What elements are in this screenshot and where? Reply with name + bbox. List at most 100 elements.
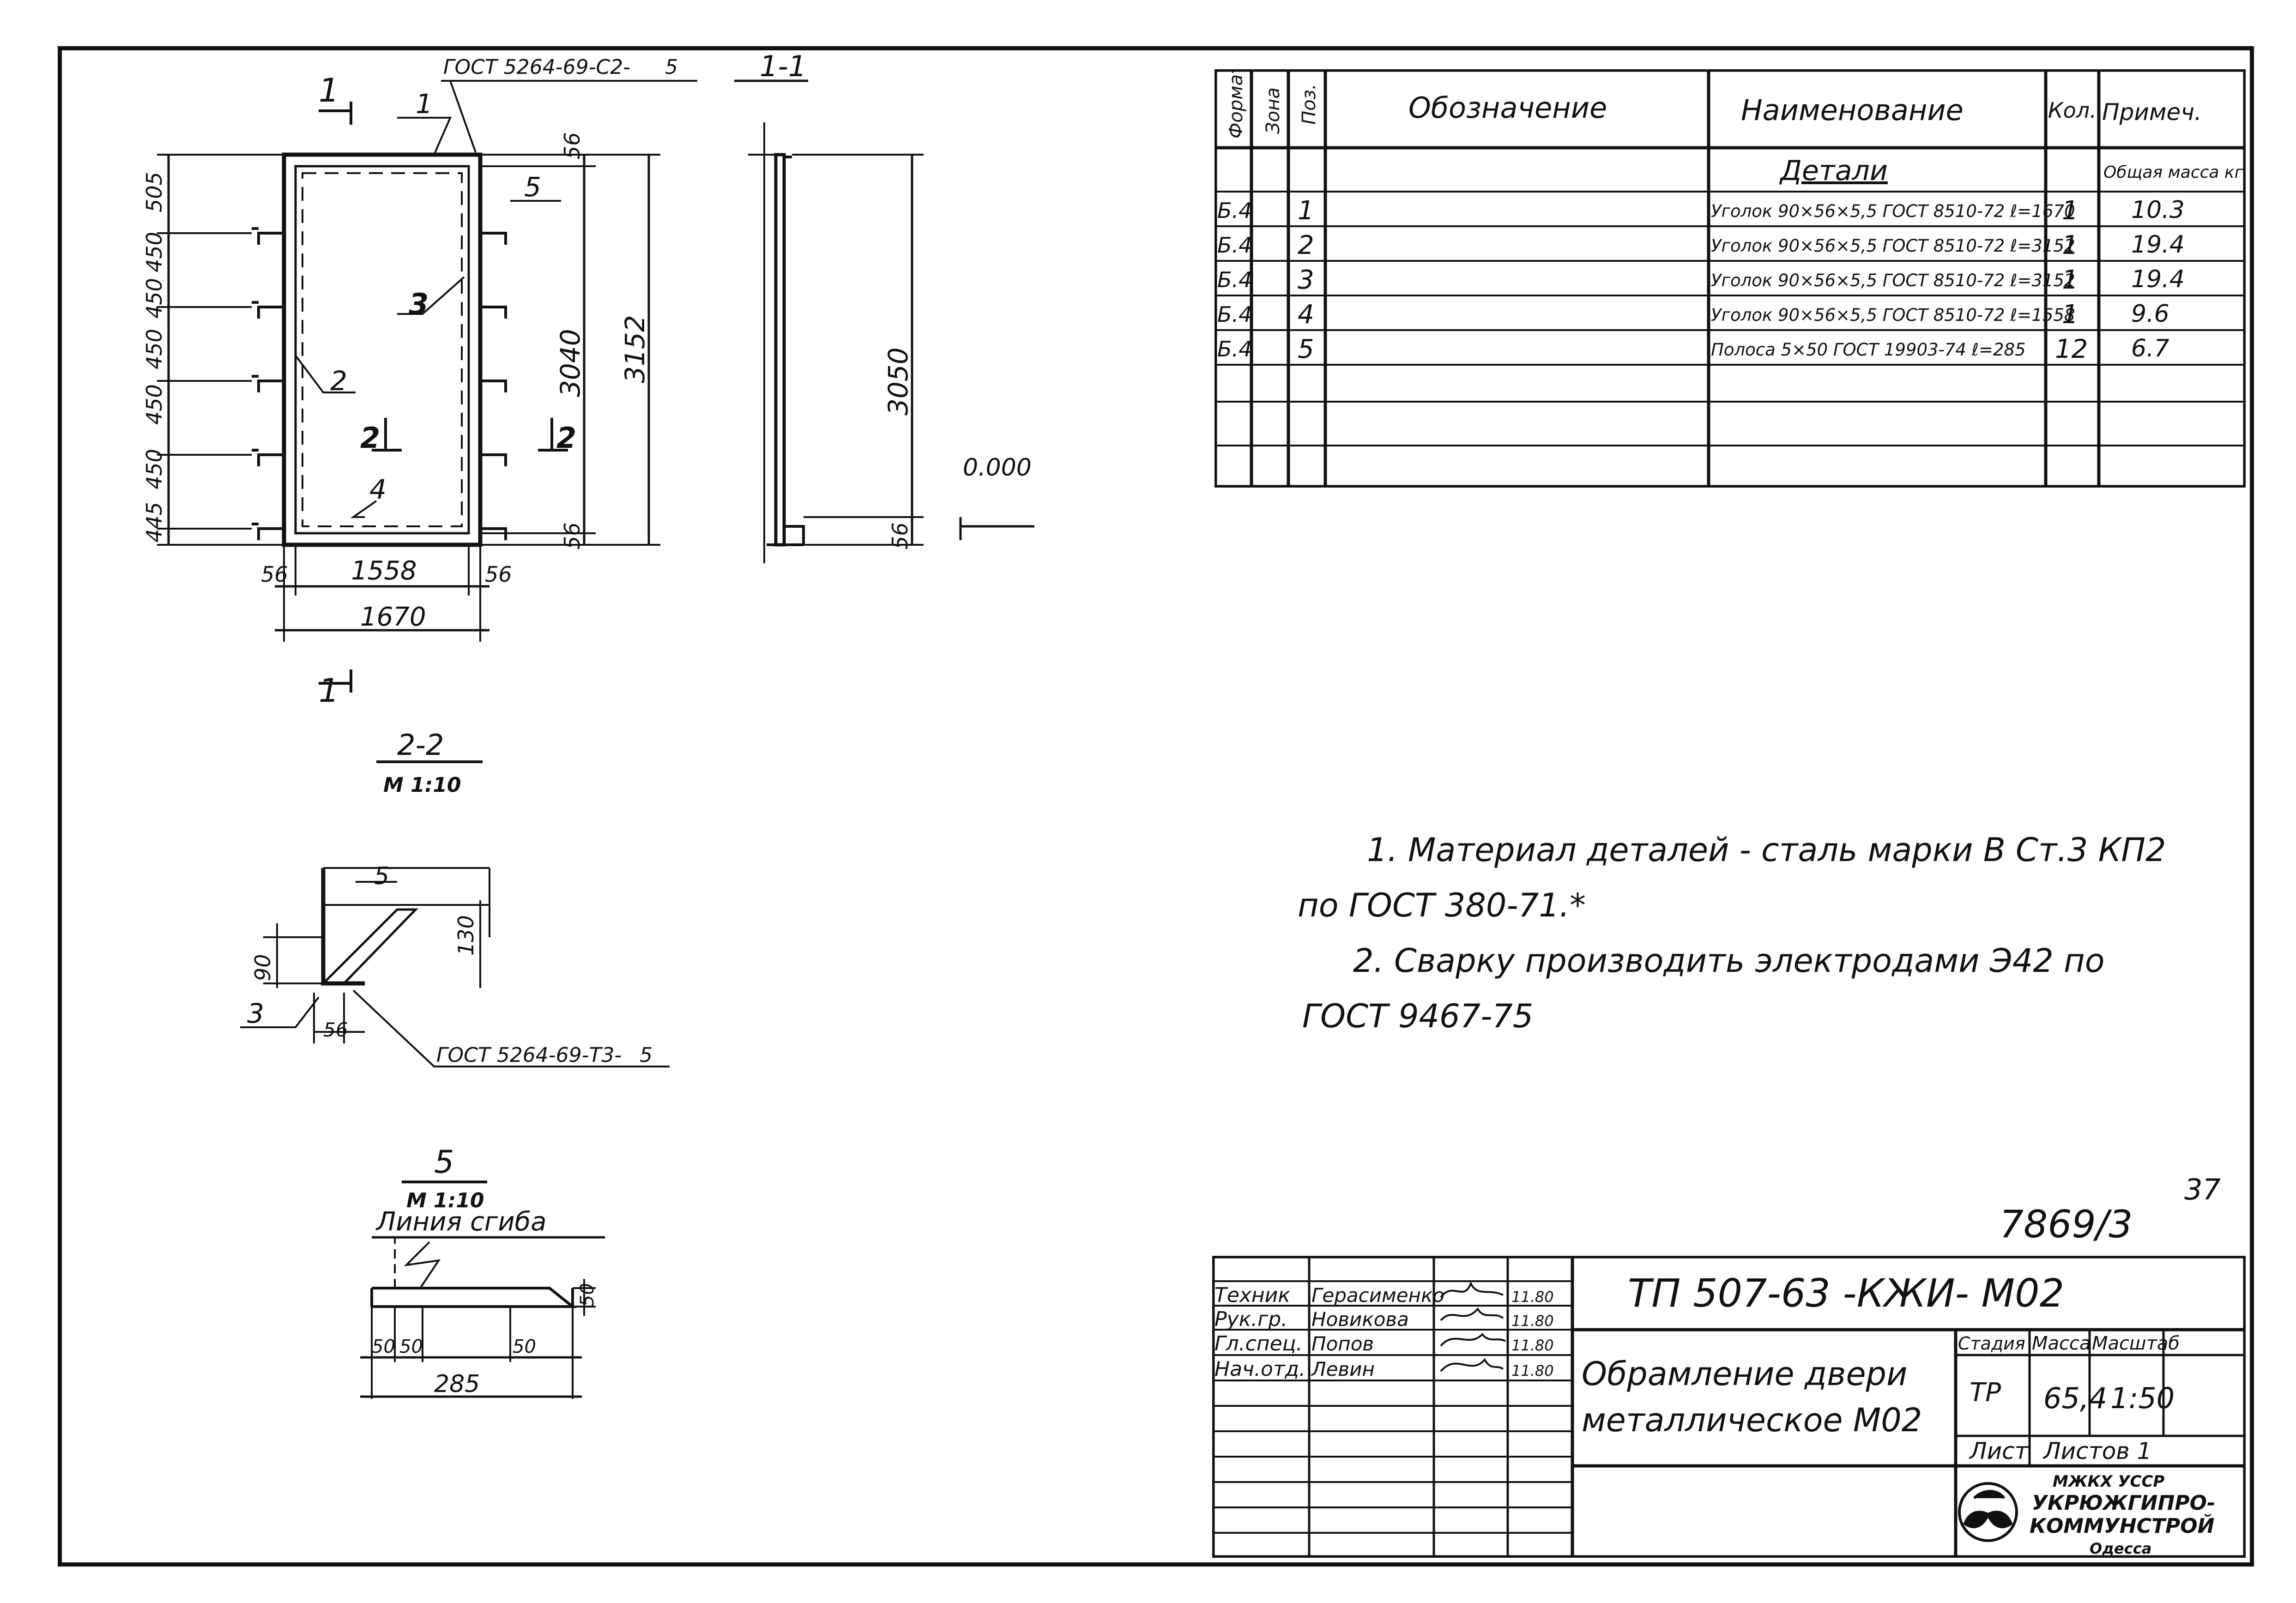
note-line-2: по ГОСТ 380-71.* — [1298, 886, 1586, 924]
svg-text:12: 12 — [2055, 334, 2088, 364]
svg-text:5: 5 — [524, 171, 541, 203]
svg-text:Новикова: Новикова — [1311, 1308, 1409, 1331]
svg-text:6.7: 6.7 — [2131, 335, 2169, 362]
svg-text:50: 50 — [513, 1336, 536, 1357]
svg-text:5: 5 — [640, 1043, 653, 1067]
svg-text:Б.4: Б.4 — [1217, 337, 1252, 362]
note-line-3: 2. Сварку производить электродами Э42 по — [1353, 942, 2105, 980]
svg-text:1: 1 — [319, 672, 339, 710]
svg-text:56: 56 — [560, 522, 585, 549]
drawing-frame — [58, 46, 2254, 1567]
svg-text:Техник: Техник — [1214, 1284, 1290, 1307]
dim-1670: 1670 — [360, 602, 426, 632]
svg-text:19.4: 19.4 — [2131, 231, 2185, 259]
svg-text:56: 56 — [261, 562, 288, 587]
section-22-title: 2-2 — [397, 728, 444, 762]
svg-text:1: 1 — [1298, 196, 1314, 226]
header-zone: Зона — [1263, 87, 1284, 134]
svg-text:Рук.гр.: Рук.гр. — [1214, 1308, 1287, 1331]
scale-value: 1:50 — [2110, 1381, 2175, 1415]
svg-text:11.80: 11.80 — [1511, 1337, 1554, 1354]
dim-1558: 1558 — [351, 556, 417, 586]
svg-text:10.3: 10.3 — [2131, 196, 2185, 224]
svg-text:2: 2 — [330, 365, 347, 397]
svg-text:Герасименко: Герасименко — [1311, 1284, 1444, 1307]
svg-text:Уголок 90×56×5,5 ГОСТ 8510-72: Уголок 90×56×5,5 ГОСТ 8510-72 ℓ=1670 — [1711, 201, 2075, 221]
mass-label: Масса — [2032, 1333, 2091, 1354]
svg-text:Гл.спец.: Гл.спец. — [1214, 1332, 1303, 1356]
signatures — [1440, 1281, 1506, 1372]
section-mark: 1 — [319, 72, 339, 109]
svg-text:450: 450 — [142, 329, 167, 369]
svg-text:11.80: 11.80 — [1511, 1362, 1554, 1380]
title-line-2: металлическое М02 — [1582, 1401, 1922, 1439]
svg-text:Б.4: Б.4 — [1217, 233, 1252, 258]
frame-inner — [294, 165, 470, 535]
svg-text:56: 56 — [485, 562, 512, 587]
note-line-4: ГОСТ 9467-75 — [1302, 997, 1534, 1035]
header-note: Примеч. — [2102, 99, 2202, 126]
svg-text:Попов: Попов — [1311, 1332, 1374, 1355]
bend-line-label: Линия сгиба — [375, 1207, 546, 1237]
svg-text:11.80: 11.80 — [1511, 1312, 1554, 1330]
org-line-2: УКРЮЖГИПРО- — [2032, 1491, 2215, 1515]
svg-text:Левин: Левин — [1311, 1358, 1375, 1380]
dim-285: 285 — [434, 1370, 480, 1398]
svg-text:5: 5 — [1298, 334, 1314, 364]
svg-text:56: 56 — [560, 132, 585, 159]
svg-text:3: 3 — [409, 287, 429, 321]
sheet-number: 37 — [2184, 1173, 2221, 1206]
svg-text:Б.4: Б.4 — [1217, 302, 1252, 327]
svg-text:3: 3 — [247, 998, 264, 1029]
svg-text:1: 1 — [2062, 265, 2078, 295]
svg-text:4: 4 — [1298, 300, 1314, 330]
drawing-code: ТП 507-63 -КЖИ- М02 — [1628, 1271, 2064, 1316]
svg-text:56: 56 — [888, 522, 912, 549]
stage-value: ТР — [1970, 1378, 2001, 1408]
svg-text:2: 2 — [360, 421, 380, 455]
svg-text:Уголок 90×56×5,5 ГОСТ 8510-72: Уголок 90×56×5,5 ГОСТ 8510-72 ℓ=3152 — [1711, 236, 2075, 256]
svg-text:19.4: 19.4 — [2131, 265, 2185, 293]
svg-text:11.80: 11.80 — [1511, 1288, 1554, 1306]
svg-text:Уголок 90×56×5,5 ГОСТ 8510-72: Уголок 90×56×5,5 ГОСТ 8510-72 ℓ=1558 — [1711, 305, 2075, 325]
callout-weld-text: ГОСТ 5264-69-С2- — [443, 55, 630, 79]
svg-text:Полоса 5×50 ГОСТ 19903-74 ℓ=28: Полоса 5×50 ГОСТ 19903-74 ℓ=285 — [1711, 340, 2026, 360]
svg-text:130: 130 — [453, 915, 478, 956]
svg-text:1: 1 — [2062, 196, 2078, 226]
sheet-label: Лист — [1969, 1438, 2029, 1464]
sheets-label: Листов 1 — [2042, 1438, 2151, 1464]
mass-value: 65,4 — [2043, 1381, 2107, 1415]
scale-label: Масштаб — [2092, 1333, 2180, 1354]
frame-outer — [282, 152, 483, 547]
header-pos: Поз. — [1299, 84, 1320, 125]
svg-text:1: 1 — [2062, 300, 2078, 330]
svg-text:3: 3 — [1298, 265, 1314, 295]
callout-weld-t3: ГОСТ 5264-69-Т3- — [436, 1043, 622, 1067]
svg-text:90: 90 — [250, 954, 275, 981]
svg-text:5: 5 — [374, 862, 389, 890]
svg-text:445: 445 — [142, 502, 167, 542]
svg-text:450: 450 — [142, 278, 167, 319]
svg-text:2: 2 — [1298, 230, 1314, 260]
detail-5-title: 5 — [434, 1144, 454, 1181]
section-details: Детали — [1779, 155, 1888, 187]
svg-text:4: 4 — [369, 474, 387, 505]
spec-table: Формат Зона Поз. Обозначение Наименовани… — [1214, 69, 2246, 488]
svg-text:50: 50 — [577, 1283, 598, 1307]
svg-text:2: 2 — [556, 421, 576, 455]
svg-text:М 1:10: М 1:10 — [383, 773, 461, 797]
pos-label: 1 — [416, 88, 433, 120]
svg-text:5: 5 — [665, 55, 678, 79]
svg-text:Б.4: Б.4 — [1217, 267, 1252, 292]
svg-text:9.6: 9.6 — [2131, 300, 2169, 328]
svg-text:450: 450 — [142, 384, 167, 425]
dim-3040: 3040 — [555, 329, 586, 397]
title-block: Техник Герасименко 11.80 Рук.гр. Новиков… — [1212, 1256, 2246, 1558]
section-11-title: 1-1 — [760, 49, 806, 83]
dim-3050: 3050 — [882, 347, 914, 416]
spec-rows: Б.4 1 Уголок 90×56×5,5 ГОСТ 8510-72 ℓ=16… — [1217, 196, 2185, 364]
svg-text:50: 50 — [399, 1336, 423, 1357]
svg-text:1: 1 — [2062, 230, 2078, 260]
drawing-number: 7869/3 — [2000, 1203, 2133, 1247]
org-line-4: Одесса — [2090, 1540, 2151, 1557]
